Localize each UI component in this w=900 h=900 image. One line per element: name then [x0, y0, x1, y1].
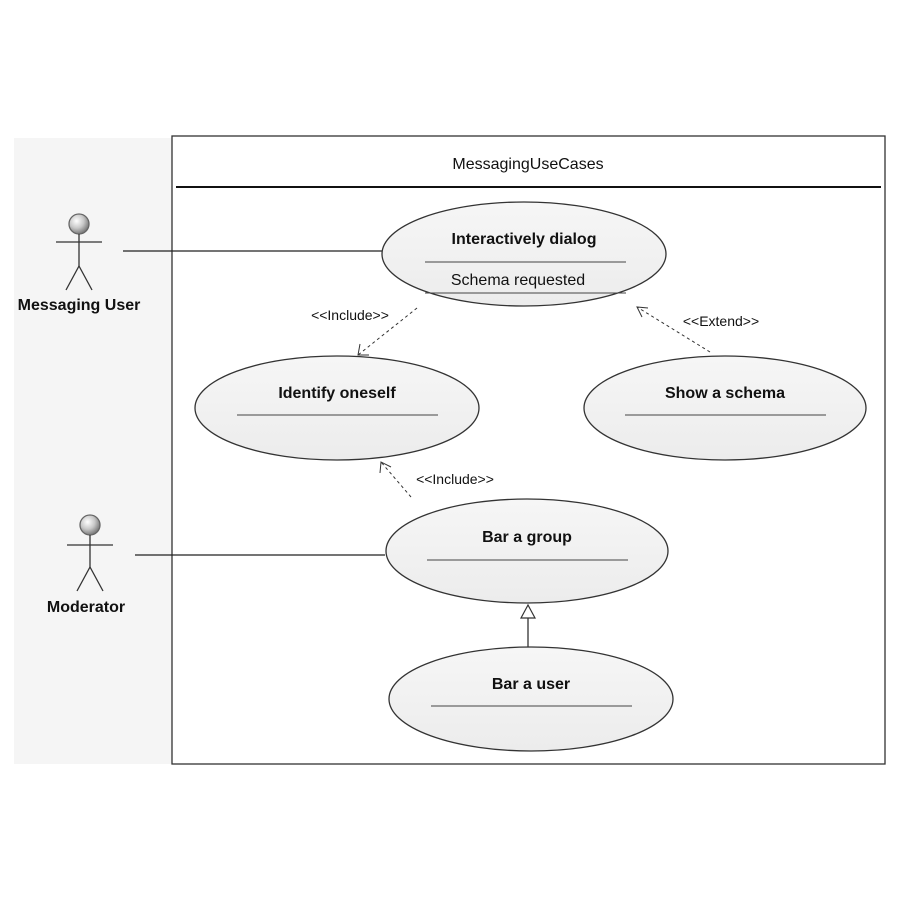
use-case-show-a-schema[interactable]: Show a schema: [583, 355, 867, 461]
actor-messaging-user[interactable]: Messaging User: [18, 213, 141, 314]
actor-label: Messaging User: [18, 297, 141, 314]
use-case-name: Interactively dialog: [452, 231, 597, 248]
actor-moderator[interactable]: Moderator: [47, 514, 125, 616]
stereotype-label: <<Include>>: [416, 471, 494, 487]
extension-point: Schema requested: [451, 272, 585, 289]
use-case-name: Identify oneself: [278, 385, 396, 402]
use-case-name: Bar a user: [492, 676, 570, 693]
use-case-interactively-dialog[interactable]: Interactively dialog Schema requested: [381, 201, 667, 307]
use-case-bar-a-user[interactable]: Bar a user: [388, 646, 674, 752]
include-relationship[interactable]: <<Include>>: [311, 307, 418, 356]
use-case-identify-oneself[interactable]: Identify oneself: [194, 355, 480, 461]
use-case-name: Show a schema: [665, 385, 785, 402]
open-arrowhead-icon: [357, 343, 369, 356]
generalization-relationship[interactable]: [519, 603, 537, 647]
hollow-triangle-arrowhead-icon: [519, 603, 537, 619]
open-arrowhead-icon: [379, 461, 392, 474]
include-relationship[interactable]: <<Include>>: [379, 461, 494, 498]
open-arrowhead-icon: [636, 306, 649, 318]
stick-figure-icon: [56, 213, 102, 291]
use-case-name: Bar a group: [482, 529, 572, 546]
extend-relationship[interactable]: <<Extend>>: [636, 306, 759, 353]
actor-label: Moderator: [47, 599, 125, 616]
stereotype-label: <<Include>>: [311, 307, 389, 323]
actor-area-background: [14, 138, 172, 764]
stick-figure-icon: [67, 514, 113, 592]
stereotype-label: <<Extend>>: [683, 313, 759, 329]
use-case-bar-a-group[interactable]: Bar a group: [385, 498, 669, 604]
system-title: MessagingUseCases: [452, 156, 603, 173]
